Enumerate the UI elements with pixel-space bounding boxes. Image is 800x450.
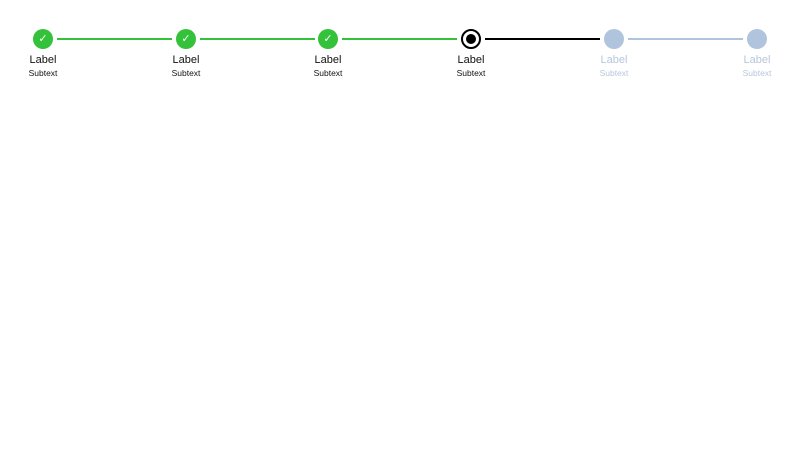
step-label: Label (29, 54, 57, 66)
step-subtext: Subtext (599, 68, 629, 78)
step-subtext: Subtext (171, 68, 201, 78)
active-dot-icon (466, 34, 476, 44)
connector-3-4 (342, 38, 457, 40)
active-step-icon (461, 29, 481, 49)
step-3[interactable]: ✓ Label Subtext (278, 29, 378, 78)
connector-2-3 (200, 38, 315, 40)
step-label: Label (457, 54, 485, 66)
step-subtext: Subtext (456, 68, 486, 78)
step-subtext: Subtext (28, 68, 58, 78)
pending-circle-icon (747, 29, 767, 49)
connector-1-2 (57, 38, 172, 40)
progress-stepper: ✓ Label Subtext ✓ Label Subtext ✓ Label … (0, 0, 800, 90)
check-icon: ✓ (318, 29, 338, 49)
step-5[interactable]: Label Subtext (564, 29, 664, 78)
step-label: Label (172, 54, 200, 66)
step-2[interactable]: ✓ Label Subtext (136, 29, 236, 78)
pending-circle-icon (604, 29, 624, 49)
step-label: Label (600, 54, 628, 66)
check-icon: ✓ (176, 29, 196, 49)
connector-5-6 (628, 38, 743, 40)
step-1[interactable]: ✓ Label Subtext (0, 29, 93, 78)
check-icon: ✓ (33, 29, 53, 49)
step-subtext: Subtext (313, 68, 343, 78)
connector-4-5 (485, 38, 600, 40)
step-label: Label (743, 54, 771, 66)
step-subtext: Subtext (742, 68, 772, 78)
step-4[interactable]: Label Subtext (421, 29, 521, 78)
step-6[interactable]: Label Subtext (707, 29, 800, 78)
step-label: Label (314, 54, 342, 66)
